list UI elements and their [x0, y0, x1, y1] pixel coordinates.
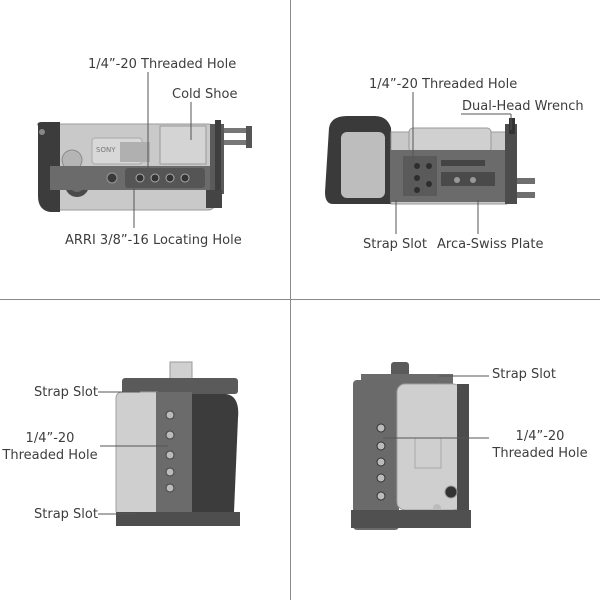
arca-swiss-label: Arca-Swiss Plate	[437, 237, 544, 252]
side-view-cage-illustration	[325, 92, 535, 234]
side-view-panel: 1/4”-20 Threaded Hole Dual-Head Wrench S…	[291, 0, 600, 299]
top-view-cage-illustration: SONY	[37, 72, 252, 228]
right-threaded-line1: 1/4”-20	[515, 429, 565, 444]
right-view-cage-illustration	[351, 362, 489, 530]
svg-text:SONY: SONY	[96, 146, 116, 154]
vertical-divider	[290, 0, 291, 600]
top-threaded-hole-label: 1/4”-20 Threaded Hole	[88, 57, 237, 72]
left-threaded-line2: Threaded Hole	[2, 448, 98, 463]
dual-head-wrench-label: Dual-Head Wrench	[462, 99, 584, 114]
side-threaded-hole-label: 1/4”-20 Threaded Hole	[369, 77, 518, 92]
locating-hole-label: ARRI 3/8”-16 Locating Hole	[65, 233, 242, 248]
right-threaded-hole-label: 1/4”-20 Threaded Hole	[487, 428, 593, 462]
horizontal-divider	[0, 299, 600, 300]
left-view-panel: Strap Slot 1/4”-20 Threaded Hole Strap S…	[0, 300, 290, 600]
top-view-panel: SONY 1/4”-20 Threaded Hole Cold Shoe ARR…	[0, 0, 290, 299]
cold-shoe-label: Cold Shoe	[172, 87, 238, 102]
left-threaded-hole-label: 1/4”-20 Threaded Hole	[0, 430, 100, 464]
left-view-cage-illustration	[98, 361, 240, 526]
left-strap-slot-bottom-label: Strap Slot	[34, 507, 98, 522]
right-view-panel: Strap Slot 1/4”-20 Threaded Hole	[291, 300, 600, 600]
side-strap-slot-label: Strap Slot	[363, 237, 427, 252]
left-threaded-line1: 1/4”-20	[25, 431, 75, 446]
right-threaded-line2: Threaded Hole	[492, 446, 588, 461]
right-strap-slot-label: Strap Slot	[492, 367, 556, 382]
left-strap-slot-top-label: Strap Slot	[34, 385, 98, 400]
